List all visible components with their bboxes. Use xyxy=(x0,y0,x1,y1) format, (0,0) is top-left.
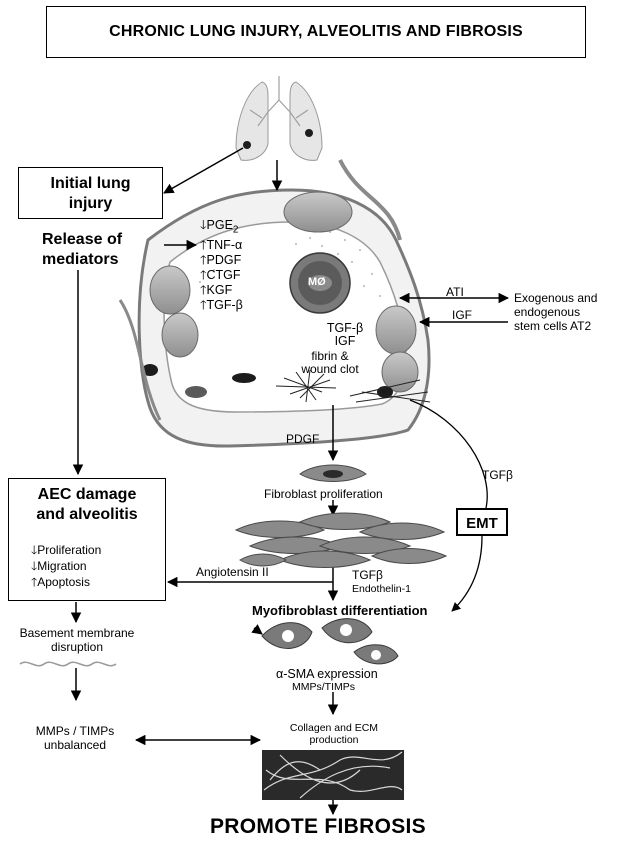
collagen-line2: production xyxy=(264,734,404,746)
pdgf-label: PDGF xyxy=(286,432,319,446)
mediator-ctgf: 🡑CTGF xyxy=(200,268,243,283)
mmps-timps-small-label: MMPs/TIMPs xyxy=(292,681,355,693)
stem-line3: stem cells AT2 xyxy=(514,319,597,333)
aec-item-label: Apoptosis xyxy=(37,575,90,589)
mediator-pdgf: 🡑PDGF xyxy=(200,253,243,268)
aec-item-proliferation: 🡓Proliferation xyxy=(31,543,101,557)
basement-line2: disruption xyxy=(4,640,150,654)
mediator-subscript: 2 xyxy=(233,225,239,236)
fibrin-clot-label: fibrin & wound clot xyxy=(290,350,370,376)
collagen-line1: Collagen and ECM xyxy=(264,722,404,734)
mediator-label: KGF xyxy=(207,283,233,297)
mediator-kgf: 🡑KGF xyxy=(200,283,243,298)
release-line2: mediators xyxy=(42,250,122,270)
mediator-label: TNF-α xyxy=(207,238,243,252)
stem-line2: endogenous xyxy=(514,305,597,319)
aec-item-label: Proliferation xyxy=(37,543,101,557)
mediator-label: CTGF xyxy=(207,268,241,282)
tgfb-igf-label: TGF-β IGF xyxy=(320,322,370,348)
mmps-unbalanced-line2: unbalanced xyxy=(10,738,140,752)
igf-label: IGF xyxy=(452,308,472,322)
release-line1: Release of xyxy=(42,230,122,250)
initial-lung-injury-box: Initial lung injury xyxy=(18,167,163,219)
lungs-illustration xyxy=(236,76,322,160)
tgfb-mid-label: TGFβ xyxy=(352,568,383,582)
basement-line1: Basement membrane xyxy=(4,626,150,640)
ati-label: ATI xyxy=(446,285,464,299)
fibroblast-stack xyxy=(236,513,446,568)
mediator-tgfb: 🡑TGF-β xyxy=(200,298,243,313)
mediator-label: PGE xyxy=(207,218,233,232)
igf-line: IGF xyxy=(320,335,370,348)
mediators-list: 🡓PGE2 🡑TNF-α 🡑PDGF 🡑CTGF 🡑KGF 🡑TGF-β xyxy=(200,218,243,313)
aec-line2: and alveolitis xyxy=(9,505,165,525)
mediator-pge2: 🡓PGE2 xyxy=(200,218,243,238)
fibroblast-cell xyxy=(300,465,366,482)
tgfb-right-label: TGFβ xyxy=(482,468,513,482)
mediator-label: PDGF xyxy=(207,253,242,267)
aec-item-migration: 🡓Migration xyxy=(31,559,87,573)
alveolus-illustration xyxy=(120,160,430,446)
aec-line1: AEC damage xyxy=(9,485,165,505)
stem-cells-label: Exogenous and endogenous stem cells AT2 xyxy=(514,291,597,333)
promote-fibrosis-label: PROMOTE FIBROSIS xyxy=(210,815,426,839)
mediator-tnf: 🡑TNF-α xyxy=(200,238,243,253)
initial-injury-line1: Initial lung xyxy=(19,174,162,194)
release-of-mediators: Release of mediators xyxy=(42,230,122,270)
mmps-unbalanced-label: MMPs / TIMPs unbalanced xyxy=(10,724,140,752)
mediator-label: TGF-β xyxy=(207,298,243,312)
myofibroblast-cells xyxy=(254,619,398,664)
aec-item-apoptosis: 🡑Apoptosis xyxy=(31,575,90,589)
initial-injury-line2: injury xyxy=(19,194,162,214)
myofibroblast-label: Myofibroblast differentiation xyxy=(252,603,428,618)
angiotensin-label: Angiotensin II xyxy=(196,565,269,579)
fibroblast-proliferation-label: Fibroblast proliferation xyxy=(264,487,383,501)
aec-damage-box: AEC damage and alveolitis 🡓Proliferation… xyxy=(8,478,166,601)
mmps-unbalanced-line1: MMPs / TIMPs xyxy=(10,724,140,738)
emt-label: EMT xyxy=(458,515,506,532)
stem-line1: Exogenous and xyxy=(514,291,597,305)
collagen-photo xyxy=(262,750,404,800)
collagen-label: Collagen and ECM production xyxy=(264,722,404,746)
fibrin-line2: wound clot xyxy=(290,363,370,376)
endothelin-label: Endothelin-1 xyxy=(352,583,411,595)
macrophage-label: MØ xyxy=(308,276,326,288)
basement-membrane-label: Basement membrane disruption xyxy=(4,626,150,654)
emt-box: EMT xyxy=(456,508,508,536)
aec-item-label: Migration xyxy=(37,559,86,573)
asma-label: α-SMA expression xyxy=(276,667,378,681)
